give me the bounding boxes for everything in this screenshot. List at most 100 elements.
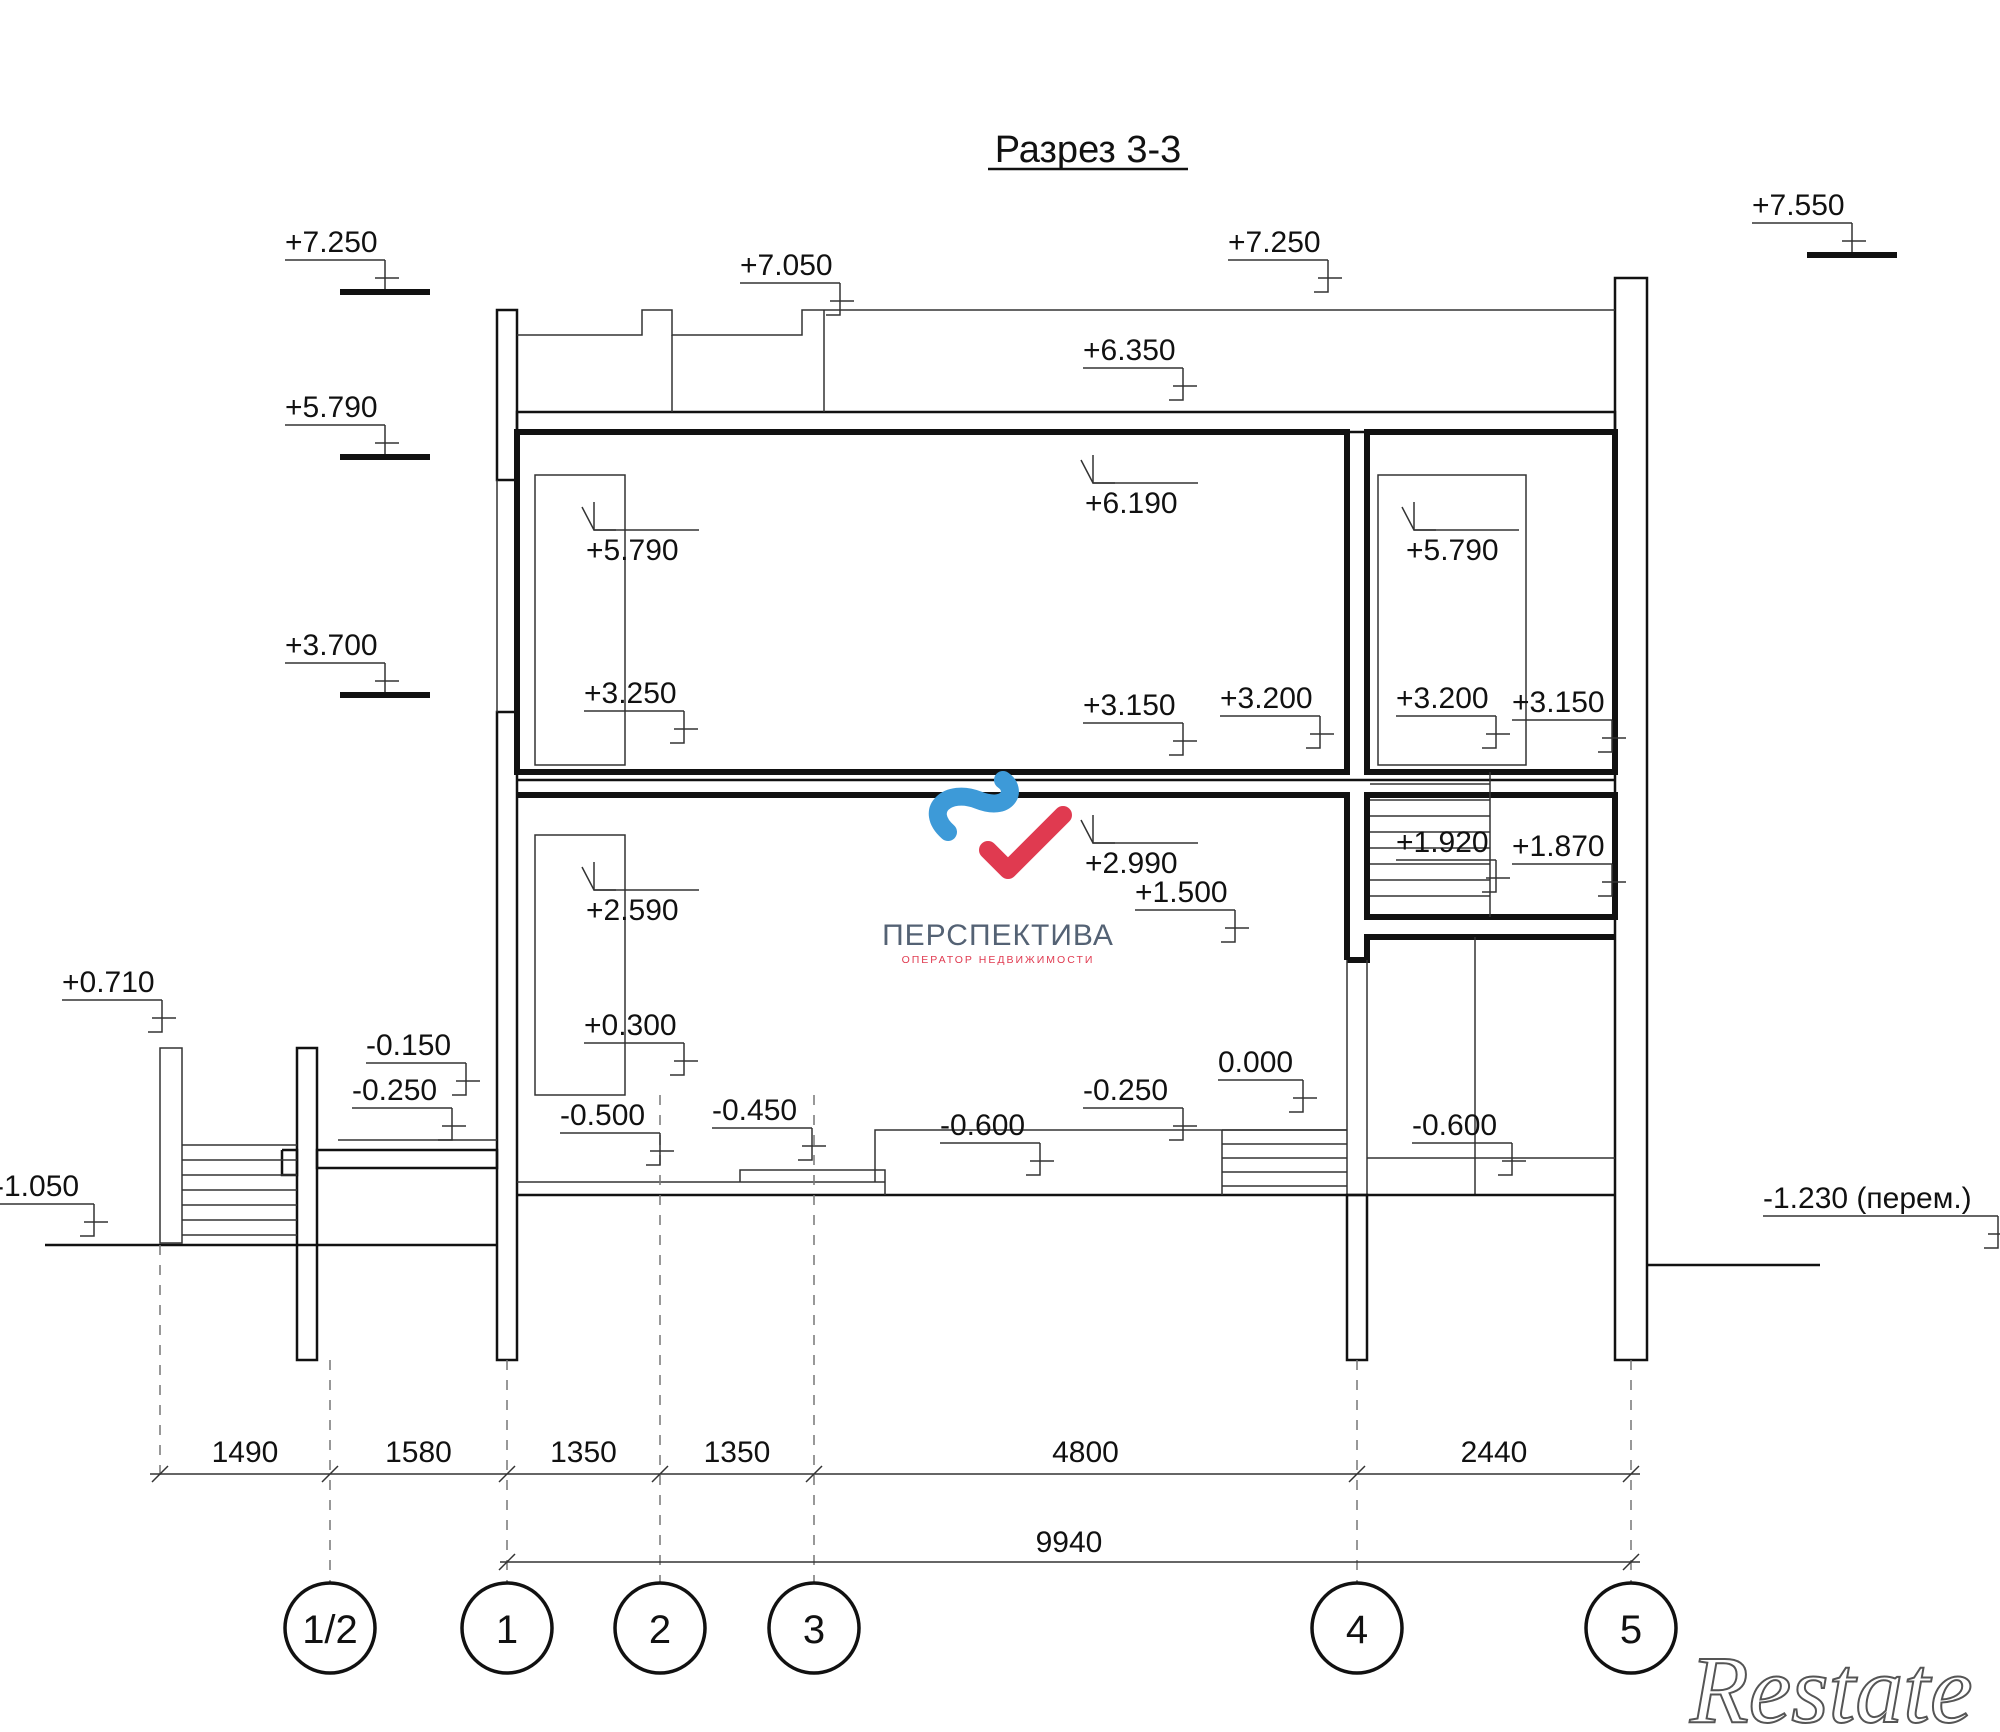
wall-axis-5 [1613, 276, 1649, 1362]
elevation-mark: -0.600 [1412, 1109, 1526, 1176]
elevation-mark: -0.150 [366, 1029, 480, 1096]
elevation-label: +6.350 [1083, 334, 1176, 367]
elevation-tick [1026, 1143, 1041, 1176]
logo-red-check-icon [979, 806, 1072, 879]
elevation-mark: -1.230 (перем.) [1763, 1182, 2000, 1249]
elevation-label: -1.230 (перем.) [1763, 1182, 1972, 1215]
axis-label: 1 [496, 1608, 518, 1652]
elevation-tick [1413, 502, 1436, 531]
axis-lines [159, 1095, 1632, 1590]
elevation-label: -0.450 [712, 1094, 797, 1127]
dimension-value: 1350 [550, 1436, 617, 1469]
dim-tick [321, 1465, 339, 1483]
elevation-mark: +1.500 [1135, 876, 1249, 943]
elevation-mark: +5.790 [285, 391, 430, 460]
elevation-label: +7.250 [1228, 226, 1321, 259]
dimension-total: 9940 [1036, 1526, 1103, 1559]
elevation-tick [593, 862, 616, 891]
elevation-mark: +0.300 [584, 1009, 698, 1076]
foundation-axis-4 [1345, 1193, 1369, 1362]
elevation-tick [371, 663, 386, 696]
elevation-tick [371, 425, 386, 458]
elevation-mark: -0.600 [940, 1109, 1054, 1176]
elevation-tick [1289, 1080, 1304, 1113]
title-text: Разрез 3-3 [995, 129, 1182, 171]
elevation-mark: +6.350 [1083, 334, 1197, 401]
elevation-label: +6.190 [1085, 487, 1178, 520]
elevation-label: +5.790 [1406, 534, 1499, 567]
elevation-mark: +3.250 [584, 677, 698, 744]
axis-circle [460, 1581, 554, 1675]
axis-circle [1584, 1581, 1678, 1675]
porch-wall [295, 1046, 319, 1362]
elevation-tick [1221, 910, 1236, 943]
elevation-mark: +5.790 [581, 502, 699, 567]
elevation-tick [1092, 455, 1115, 484]
elevation-tick [1598, 864, 1613, 897]
dim-tick [1622, 1465, 1640, 1483]
porch-post [159, 1047, 183, 1244]
elevation-tick [1838, 223, 1853, 256]
axis-label: 2 [649, 1608, 671, 1652]
axis-marker: 1 [460, 1581, 554, 1675]
section-title: Разрез 3-3 [988, 129, 1188, 171]
elevation-tick-diag [581, 866, 595, 891]
elevation-mark: +6.190 [1080, 455, 1198, 520]
axis-marker: 4 [1310, 1581, 1404, 1675]
elevation-tick [1598, 720, 1613, 753]
axis-label: 4 [1346, 1608, 1368, 1652]
elevation-label: -0.600 [940, 1109, 1025, 1142]
axis-marker: 2 [613, 1581, 707, 1675]
elevation-mark: -0.250 [352, 1074, 466, 1141]
axis-circle [283, 1581, 377, 1675]
dim-tick [498, 1553, 516, 1571]
floor-raised [874, 1129, 1347, 1182]
elevation-tick-diag [1080, 459, 1094, 484]
dimension-value: 1580 [385, 1436, 452, 1469]
elevation-label: +5.790 [586, 534, 679, 567]
dimension-value: 1350 [704, 1436, 771, 1469]
elevation-tick [1498, 1143, 1513, 1176]
elevation-label: +3.150 [1083, 689, 1176, 722]
axis-marker: 5 [1584, 1581, 1678, 1675]
stair-landing-room [1364, 792, 1618, 920]
porch-bracket [280, 1148, 299, 1177]
elevation-mark: -1.050 [0, 1170, 108, 1237]
elevation-tick [1984, 1216, 1999, 1249]
elevation-label: +2.990 [1085, 847, 1178, 880]
elevation-label: +5.790 [285, 391, 378, 424]
axis-circle [767, 1581, 861, 1675]
elevation-mark: +2.590 [581, 862, 699, 927]
dim-tick [1348, 1465, 1366, 1483]
elevation-mark: +3.150 [1512, 686, 1626, 753]
room-2nd-floor-right [1364, 429, 1618, 775]
dimension-value: 1490 [212, 1436, 279, 1469]
axis-label: 5 [1620, 1608, 1642, 1652]
elevation-marks: +7.250+5.790+3.700+0.710-1.050+7.050+7.2… [0, 189, 2000, 1249]
axis-marker: 1/2 [283, 1581, 377, 1675]
elevation-label: +3.700 [285, 629, 378, 662]
elevation-label: -0.150 [366, 1029, 451, 1062]
watermark-tagline: ОПЕРАТОР НЕДВИЖИМОСТИ [902, 954, 1095, 966]
axis-label: 1/2 [302, 1608, 358, 1652]
porch-slab [315, 1148, 499, 1170]
elevation-label: +3.200 [1396, 682, 1489, 715]
elevation-label: -0.600 [1412, 1109, 1497, 1142]
elevation-mark: +1.870 [1512, 830, 1626, 897]
elevation-label: +1.500 [1135, 876, 1228, 909]
corner-watermark: Restate [1689, 1636, 1973, 1732]
elevation-mark: -0.450 [712, 1094, 826, 1161]
dim-tick [805, 1465, 823, 1483]
elevation-mark: +3.200 [1220, 682, 1334, 749]
dimension-value: 4800 [1052, 1436, 1119, 1469]
window-frame-2nd-right [1377, 474, 1527, 766]
elevation-mark: +3.200 [1396, 682, 1510, 749]
elevation-tick [1482, 716, 1497, 749]
elevation-tick [1169, 1108, 1184, 1141]
watermark-name: ПЕРСПЕКТИВА [882, 919, 1114, 952]
watermark-logo: ПЕРСПЕКТИВА ОПЕРАТОР НЕДВИЖИМОСТИ [882, 771, 1114, 966]
elevation-label: +3.200 [1220, 682, 1313, 715]
elevation-tick [1092, 815, 1115, 844]
